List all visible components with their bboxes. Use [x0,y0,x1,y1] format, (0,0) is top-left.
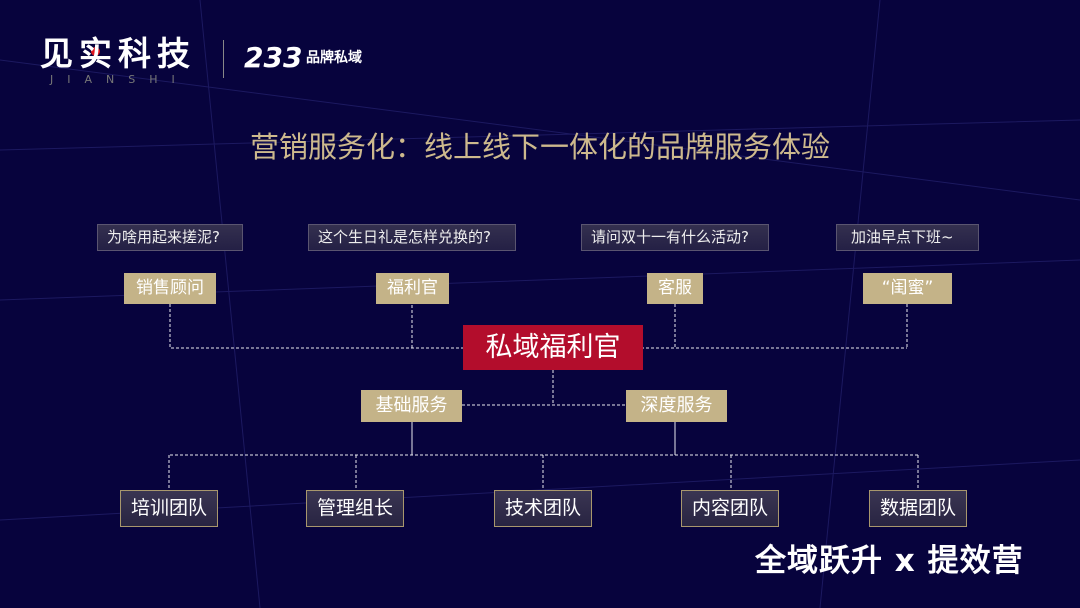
team-box: 技术团队 [494,490,592,527]
question-bubble: 加油早点下班~ [836,224,979,251]
role-box: 福利官 [376,273,449,304]
footer-logo: 全域跃升 x 提效营 [755,543,1024,579]
service-box: 深度服务 [626,390,727,422]
brand-text: 品牌私域 [306,50,362,66]
role-box: 客服 [647,273,703,304]
team-box: 培训团队 [120,490,218,527]
team-box: 数据团队 [869,490,967,527]
logo-dot [91,47,100,56]
logo-divider [223,40,224,78]
question-bubble: 这个生日礼是怎样兑换的? [308,224,516,251]
role-box: “闺蜜” [863,273,952,304]
page-title: 营销服务化：线上线下一体化的品牌服务体验 [249,130,830,164]
question-bubble: 为啥用起来搓泥? [97,224,243,251]
brand-logo: 233 [244,41,303,74]
team-box: 内容团队 [681,490,779,527]
team-box: 管理组长 [306,490,404,527]
question-bubble: 请问双十一有什么活动? [581,224,769,251]
logo-subtext: JIANSHI [50,73,189,86]
role-box: 销售顾问 [124,273,216,304]
center-node: 私域福利官 [463,325,643,370]
service-box: 基础服务 [361,390,462,422]
logo-text: 见实科技 [40,34,196,73]
